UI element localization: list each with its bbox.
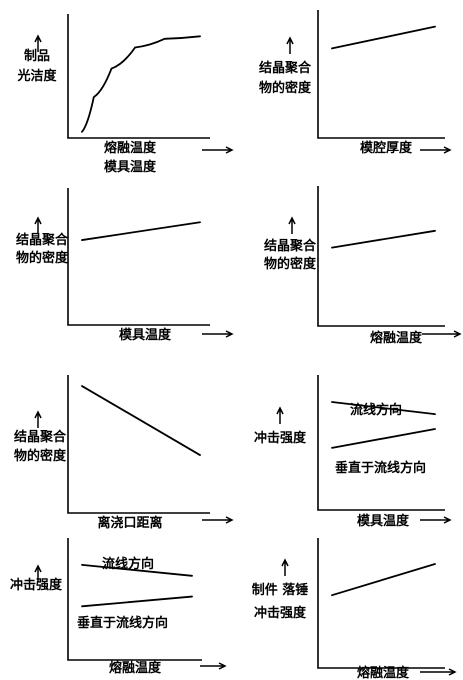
series-line-1 xyxy=(331,25,436,50)
series-line-2 xyxy=(81,595,193,608)
y-axis-label: 结晶聚合 xyxy=(264,238,317,254)
series-label: 垂直于流线方向 xyxy=(77,615,168,631)
y-axis-label: 冲击强度 xyxy=(254,605,307,621)
y-axis-label: 冲击强度 xyxy=(254,430,307,446)
x-arrow-icon xyxy=(202,146,234,154)
axes xyxy=(67,14,210,139)
series-line-1 xyxy=(81,563,193,577)
x-arrow-icon xyxy=(202,516,234,524)
series-line-1 xyxy=(331,229,436,249)
series-line-1 xyxy=(81,221,201,241)
x-arrow-icon xyxy=(420,146,452,154)
y-arrow-icon xyxy=(34,216,42,234)
y-axis-label: 物的密度 xyxy=(16,250,69,266)
series-line-1 xyxy=(81,385,201,456)
y-axis-label: 结晶聚合 xyxy=(16,232,69,248)
x-axis-label: 熔融温度 xyxy=(104,140,157,156)
x-axis-label: 离浇口距离 xyxy=(97,515,162,531)
y-arrow-icon xyxy=(34,410,42,428)
x-axis-label: 熔融温度 xyxy=(109,660,162,676)
y-axis-label: 制品 xyxy=(24,48,50,64)
series-line-1 xyxy=(331,401,436,416)
y-arrow-icon xyxy=(34,564,42,582)
y-axis-label: 物的密度 xyxy=(14,448,67,464)
y-axis-label: 光洁度 xyxy=(16,68,57,84)
y-axis-label: 制件 落锤 xyxy=(252,582,309,598)
x-axis-label: 熔融温度 xyxy=(370,330,423,346)
y-axis-label: 冲击强度 xyxy=(10,577,63,593)
x-arrow-icon xyxy=(420,668,457,676)
x-arrow-icon xyxy=(422,330,462,338)
axes xyxy=(67,538,202,661)
x-axis-label: 模具温度 xyxy=(119,327,172,343)
x-axis-label: 模具温度 xyxy=(357,513,410,529)
y-arrow-icon xyxy=(288,216,296,234)
series-label: 垂直于流线方向 xyxy=(335,460,426,476)
series-label: 流线方向 xyxy=(102,556,154,572)
axes xyxy=(67,375,210,514)
axes xyxy=(317,538,445,669)
axes xyxy=(67,188,210,326)
series-line-1 xyxy=(331,563,436,597)
series-label: 流线方向 xyxy=(350,402,402,418)
x-arrow-icon xyxy=(420,516,452,524)
y-arrow-icon xyxy=(276,406,284,424)
y-axis-label: 结晶聚合 xyxy=(14,429,67,445)
y-axis-label: 物的密度 xyxy=(264,256,317,272)
axes xyxy=(317,375,445,511)
x-axis-label: 模具温度 xyxy=(104,159,157,175)
axes xyxy=(317,186,445,327)
series-line-2 xyxy=(331,428,436,449)
y-arrow-icon xyxy=(281,558,289,576)
x-axis-label: 熔融温度 xyxy=(357,665,410,680)
x-arrow-icon xyxy=(202,330,234,338)
y-arrow-icon xyxy=(34,34,42,52)
y-axis-label: 结晶聚合 xyxy=(259,60,312,76)
y-axis-label: 物的密度 xyxy=(259,80,312,96)
x-arrow-icon xyxy=(200,662,227,670)
y-arrow-icon xyxy=(286,36,294,54)
axes xyxy=(317,10,445,139)
x-axis-label: 模腔厚度 xyxy=(360,140,413,156)
series-line-1 xyxy=(81,35,201,133)
